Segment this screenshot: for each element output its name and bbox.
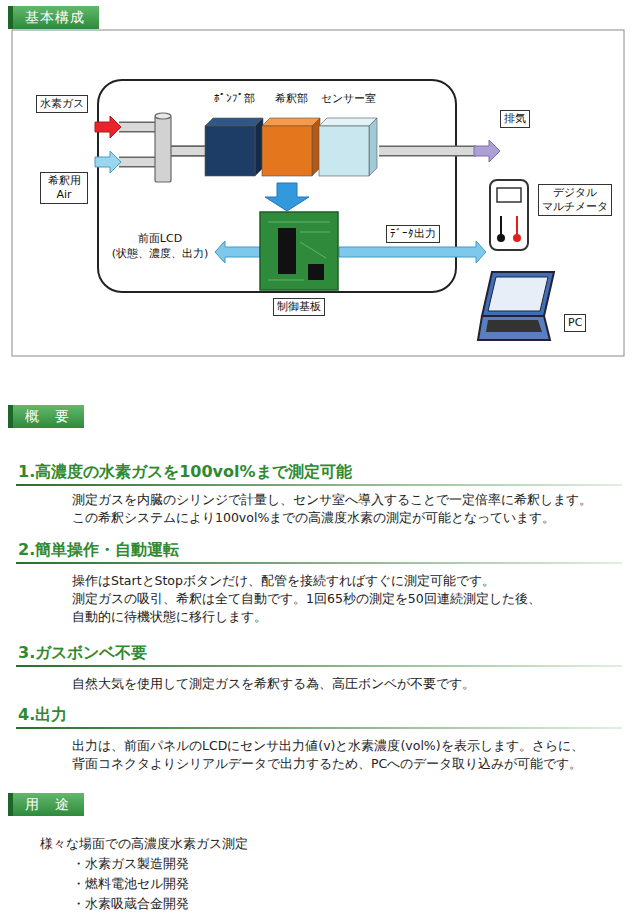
node-text: 排気 bbox=[500, 110, 530, 128]
connector bbox=[95, 151, 205, 173]
connector bbox=[215, 241, 260, 263]
feature-heading: 4.出力 bbox=[18, 705, 67, 725]
gas-inlet-label: 水素ガス bbox=[36, 95, 95, 141]
body-text: 様々な場面での高濃度水素ガス測定 bbox=[40, 836, 248, 853]
section-header: 用 途 bbox=[8, 793, 84, 816]
body-text: ・燃料電池セル開発 bbox=[72, 876, 189, 893]
board-trace bbox=[300, 242, 326, 258]
node-text: 前面LCD bbox=[108, 232, 212, 246]
board-trace bbox=[300, 232, 330, 233]
pump-unit: ﾎﾟﾝﾌﾟ部 bbox=[205, 90, 264, 181]
digital-multimeter: デジタル マルチメータ bbox=[488, 176, 613, 257]
pipe-outline bbox=[379, 146, 476, 157]
probe-jack bbox=[497, 234, 505, 242]
node-text: 水素ガス bbox=[36, 95, 88, 113]
block-front bbox=[319, 126, 369, 176]
circuit-board bbox=[260, 212, 338, 292]
meter-body bbox=[490, 180, 528, 250]
block-top bbox=[205, 118, 263, 126]
connector bbox=[339, 241, 486, 263]
node-text: 制御基板 bbox=[273, 298, 325, 316]
laptop-screen bbox=[482, 272, 554, 316]
body-text: 測定ガスを内臓のシリンジで計量し、センサ室へ導入することで一定倍率に希釈します。 bbox=[72, 492, 592, 509]
board-trace bbox=[268, 222, 330, 223]
connector bbox=[379, 140, 500, 162]
section-header: 基本構成 bbox=[8, 6, 99, 29]
connector bbox=[265, 183, 309, 211]
ic-chip bbox=[278, 228, 296, 274]
feature-heading: 2.簡単操作・自動運転 bbox=[18, 540, 179, 560]
body-text: 測定ガスの吸引、希釈は全て自動です。1回65秒の測定を50回連続測定した後、 bbox=[72, 591, 541, 608]
block-side bbox=[369, 118, 377, 176]
pipe bbox=[379, 147, 476, 155]
section-header: 概 要 bbox=[8, 405, 84, 428]
block-front bbox=[205, 126, 255, 176]
pipe-manifold-top bbox=[155, 113, 171, 119]
feature-heading: 3.ガスボンベ不要 bbox=[18, 643, 147, 663]
laptop-display bbox=[488, 277, 548, 311]
body-text: 出力は、前面パネルのLCDにセンサ出力値(v)と水素濃度(vol%)を表示します… bbox=[72, 738, 584, 755]
node-text: デジタル マルチメータ bbox=[538, 184, 612, 216]
body-text: 自然大気を使用して測定ガスを希釈する為、高圧ボンベが不要です。 bbox=[72, 676, 475, 693]
flow-arrow bbox=[474, 140, 500, 162]
block-top bbox=[262, 118, 320, 126]
board-substrate bbox=[260, 212, 338, 290]
node-text: 希釈部 bbox=[273, 92, 310, 106]
probe-lead bbox=[516, 216, 518, 236]
feature-heading: 1.高濃度の水素ガスを100vol%まで測定可能 bbox=[18, 462, 352, 482]
air-inlet-label: 希釈用 Air bbox=[36, 152, 95, 208]
heading-rule bbox=[16, 727, 622, 729]
sensor-chamber: センサー室 bbox=[319, 90, 379, 181]
heading-rule bbox=[16, 665, 622, 667]
manifold-overlay bbox=[155, 113, 171, 182]
front-lcd-label: 前面LCD(状態、濃度、出力) bbox=[108, 232, 213, 265]
connector-label: ﾃﾞｰﾀ出力 bbox=[386, 225, 440, 243]
block-front bbox=[262, 126, 312, 176]
multimeter-icon bbox=[488, 176, 532, 256]
node-text: センサー室 bbox=[319, 92, 378, 106]
node-text: (状態、濃度、出力) bbox=[108, 247, 212, 261]
body-text: 背面コネクタよりシリアルデータで出力するため、PCへのデータ取り込みが可能です。 bbox=[72, 756, 582, 773]
body-text: ・水素吸蔵合金開発 bbox=[72, 896, 189, 913]
board-trace bbox=[268, 280, 304, 281]
flow-arrow bbox=[265, 183, 309, 211]
diagram-frame bbox=[12, 30, 624, 356]
exhaust-label: 排気 bbox=[500, 110, 541, 161]
device-enclosure bbox=[98, 80, 456, 292]
dilution-unit: 希釈部 bbox=[262, 90, 321, 181]
pc: PC bbox=[478, 268, 591, 349]
block-top bbox=[319, 118, 377, 126]
flow-arrow bbox=[95, 116, 121, 138]
body-text: この希釈システムにより100vol%までの高濃度水素の測定が可能となっています。 bbox=[72, 510, 555, 527]
body-text: 操作はStartとStopボタンだけ、配管を接続すればすぐに測定可能です。 bbox=[72, 573, 495, 590]
body-text: ・水素ガス製造開発 bbox=[72, 856, 189, 873]
probe-lead bbox=[500, 216, 502, 236]
node-text: ﾎﾟﾝﾌﾟ部 bbox=[212, 92, 257, 106]
flow-arrow bbox=[339, 241, 486, 263]
laptop-keyboard bbox=[486, 320, 542, 332]
probe-jack bbox=[513, 234, 521, 242]
laptop-icon bbox=[478, 268, 558, 348]
flow-arrow bbox=[215, 241, 260, 263]
laptop-base bbox=[478, 316, 550, 340]
ic-chip bbox=[308, 264, 324, 280]
flow-arrow bbox=[95, 151, 121, 173]
heading-rule bbox=[16, 484, 622, 486]
body-text: 自動的に待機状態に移行します。 bbox=[72, 609, 267, 626]
node-text: PC bbox=[564, 314, 586, 332]
pipe-manifold bbox=[155, 116, 171, 182]
control-board: 制御基板 bbox=[260, 212, 339, 317]
meter-display bbox=[497, 188, 521, 202]
heading-rule bbox=[16, 562, 622, 564]
node-text: 希釈用 Air bbox=[40, 172, 88, 204]
